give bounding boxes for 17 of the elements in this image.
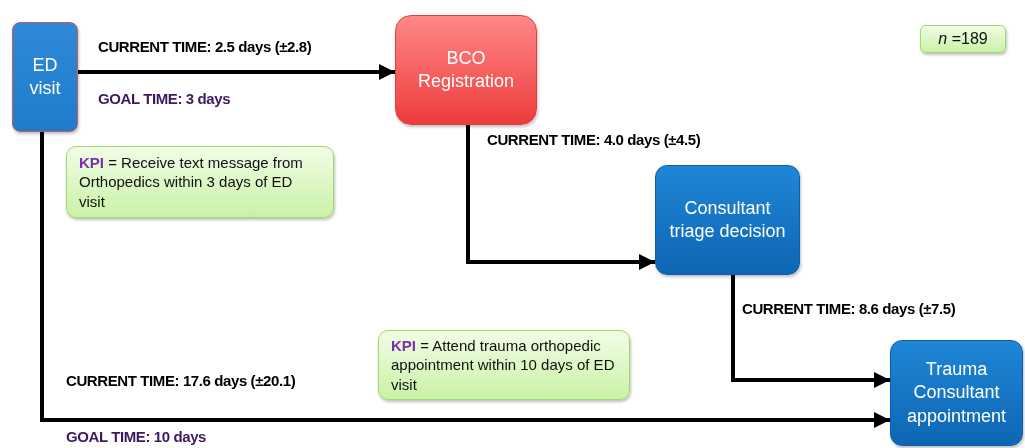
process-box: BCO Registration xyxy=(395,15,537,125)
arrow xyxy=(78,64,395,80)
process-box: Consultant triage decision xyxy=(655,165,800,275)
edge-label: CURRENT TIME: 4.0 days (±4.5) xyxy=(485,131,703,148)
arrow xyxy=(40,132,890,428)
arrow xyxy=(466,125,655,270)
goal-time-label: GOAL TIME: 10 days xyxy=(64,428,209,445)
edge-label: CURRENT TIME: 8.6 days (±7.5) xyxy=(740,300,958,317)
process-box: ED visit xyxy=(12,22,78,132)
goal-time-label: GOAL TIME: 3 days xyxy=(96,90,233,107)
kpi-note-box: KPI = Attend trauma orthopedic appointment within 10 days of ED visit xyxy=(378,330,630,400)
edge-label: CURRENT TIME: 17.6 days (±20.1) xyxy=(64,372,298,389)
arrow xyxy=(731,275,890,388)
process-box: Trauma Consultant appointment xyxy=(890,340,1023,446)
kpi-note-box: KPI = Receive text message from Orthopedics within 3 days of ED visit xyxy=(66,146,334,218)
edge-label: CURRENT TIME: 2.5 days (±2.8) xyxy=(96,38,314,55)
sample-size-box: n =189 xyxy=(920,25,1006,53)
